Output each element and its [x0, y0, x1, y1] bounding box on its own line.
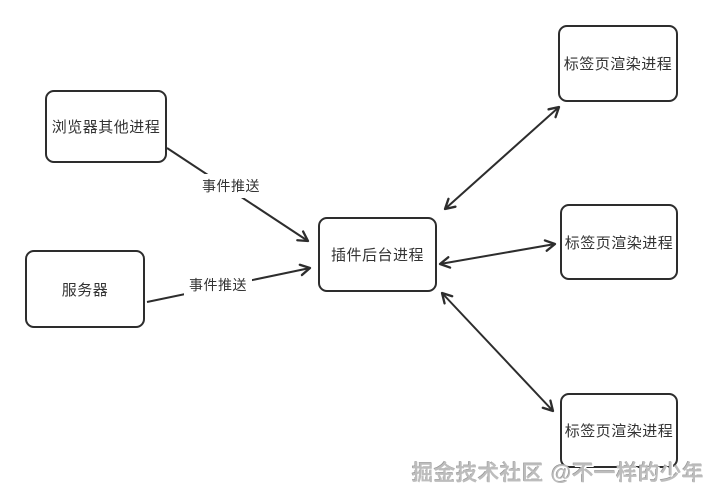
node-server: 服务器 — [25, 250, 145, 328]
node-server-label: 服务器 — [61, 281, 109, 299]
node-browser-other-processes: 浏览器其他进程 — [45, 90, 167, 163]
edge-label-event-push-browser: 事件推送 — [197, 174, 265, 198]
node-tab-render-process-top: 标签页渲染进程 — [558, 25, 678, 102]
node-tab-render-process-middle: 标签页渲染进程 — [560, 204, 678, 280]
node-plugin-background-label: 插件后台进程 — [330, 247, 424, 264]
arrow-plugin-tab-middle — [438, 239, 557, 269]
edge-label-event-push-server: 事件推送 — [184, 273, 252, 297]
node-plugin-background-process: 插件后台进程 — [318, 217, 437, 292]
arrow-plugin-tab-top — [443, 105, 561, 211]
node-tab-render-middle-label: 标签页渲染进程 — [564, 234, 674, 252]
node-tab-render-bottom-label: 标签页渲染进程 — [564, 423, 674, 440]
node-tab-render-top-label: 标签页渲染进程 — [563, 56, 673, 73]
node-tab-render-process-bottom: 标签页渲染进程 — [560, 393, 678, 468]
arrow-plugin-tab-bottom — [440, 291, 555, 413]
watermark-juejin-community: 掘金技术社区 @不一样的少年_ — [412, 462, 703, 485]
node-browser-other-label: 浏览器其他进程 — [51, 119, 161, 136]
